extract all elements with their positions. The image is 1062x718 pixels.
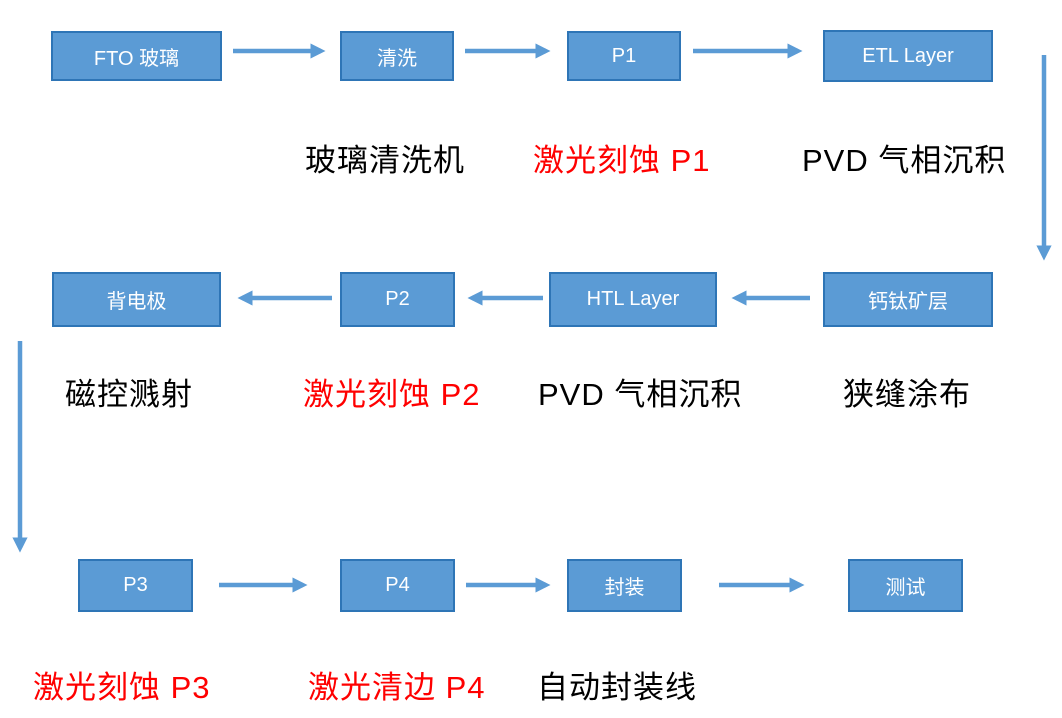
flow-box-testing: 测试 [848, 559, 963, 612]
flow-box-p2: P2 [340, 272, 455, 327]
flow-box-fto-glass: FTO 玻璃 [51, 31, 222, 81]
caption-slot-die-coating: 狭缝涂布 [843, 377, 971, 412]
flow-box-encapsulation: 封装 [567, 559, 682, 612]
flow-box-p1: P1 [567, 31, 681, 81]
caption-laser-scribe-p1: 激光刻蚀 P1 [533, 143, 711, 178]
flow-box-cleaning: 清洗 [340, 31, 454, 81]
caption-pvd-deposition-etl: PVD 气相沉积 [802, 143, 1007, 178]
flow-box-htl-layer: HTL Layer [549, 272, 717, 327]
flow-box-etl-layer: ETL Layer [823, 30, 993, 82]
flow-box-p3: P3 [78, 559, 193, 612]
caption-magnetron-sputtering: 磁控溅射 [65, 377, 193, 412]
caption-pvd-deposition-htl: PVD 气相沉积 [538, 377, 743, 412]
caption-glass-cleaning-machine: 玻璃清洗机 [305, 143, 465, 178]
flow-box-perovskite: 钙钛矿层 [823, 272, 993, 327]
caption-laser-edge-clean-p4: 激光清边 P4 [308, 670, 486, 705]
caption-auto-encapsulation-line: 自动封装线 [537, 670, 697, 705]
caption-laser-scribe-p2: 激光刻蚀 P2 [303, 377, 481, 412]
caption-laser-scribe-p3: 激光刻蚀 P3 [33, 670, 211, 705]
flow-box-back-electrode: 背电极 [52, 272, 221, 327]
flow-box-p4: P4 [340, 559, 455, 612]
